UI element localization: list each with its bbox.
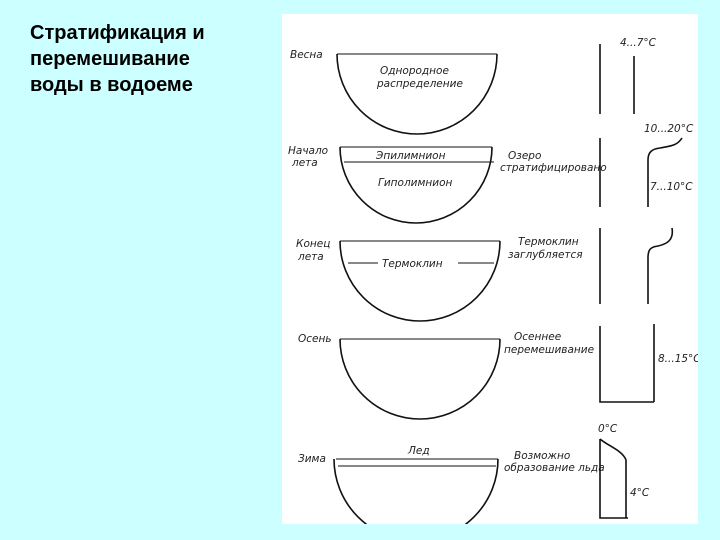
season-name: Зима (298, 453, 326, 465)
panel-early-summer: Начало лета Эпилимнион Гиполимнион Озеро… (288, 123, 694, 224)
lake-basin (339, 240, 501, 322)
note-label: Возможно (514, 450, 570, 462)
temp-top-label: 4...7°С (620, 37, 657, 49)
title-line-2: перемешивание (30, 48, 190, 70)
lake-basin (339, 338, 501, 420)
depth-axis (599, 439, 628, 519)
note-label: перемешивание (504, 344, 594, 356)
ice-label: Лед (407, 445, 430, 457)
note-label: Озеро (508, 150, 541, 162)
season-name: Осень (298, 333, 332, 345)
epilimnion-label: Эпилимнион (375, 150, 446, 162)
hypolimnion-label: Гиполимнион (378, 177, 453, 189)
inner-label: Однородное (380, 65, 449, 77)
stratification-figure: Весна Однородное распределение 4...7°С Н… (282, 14, 698, 524)
note-label: стратифицировано (500, 162, 607, 174)
slide-title: Стратификация и перемешивание воды в вод… (30, 20, 270, 98)
title-line-3: воды в водоеме (30, 74, 193, 96)
season-name: лета (297, 251, 324, 263)
season-name: Начало (288, 145, 328, 157)
stratification-diagram: Весна Однородное распределение 4...7°С Н… (288, 37, 698, 524)
note-label: Термоклин (518, 236, 579, 248)
panel-spring: Весна Однородное распределение 4...7°С (290, 37, 657, 135)
temp-top-label: 10...20°С (644, 123, 694, 135)
season-name: Конец (296, 238, 330, 250)
temp-top-label: 0°С (598, 423, 618, 435)
temperature-profile (599, 438, 627, 518)
panel-winter: Зима Лед Возможно образование льда 0°С 4… (298, 423, 650, 524)
lake-basin (339, 146, 493, 224)
depth-axis (599, 326, 654, 403)
title-line-1: Стратификация и (30, 22, 205, 44)
panel-late-summer: Конец лета Термоклин Термоклин заглубляе… (296, 227, 674, 322)
thermocline-label: Термоклин (382, 258, 443, 270)
season-name: Весна (290, 49, 323, 61)
note-label: образование льда (504, 462, 605, 474)
inner-label: распределение (376, 78, 463, 90)
note-label: Осеннее (514, 331, 561, 343)
panel-autumn: Осень Осеннее перемешивание 8...15°С (298, 324, 698, 420)
lake-basin (336, 53, 498, 135)
temp-bottom-label: 7...10°С (650, 181, 693, 193)
temperature-profile (647, 227, 674, 304)
temp-side-label: 8...15°С (658, 353, 698, 365)
note-label: заглубляется (508, 249, 583, 261)
lake-basin (333, 458, 499, 524)
temp-bottom-label: 4°С (630, 487, 650, 499)
season-name: лета (291, 157, 318, 169)
temperature-profile (647, 137, 683, 207)
